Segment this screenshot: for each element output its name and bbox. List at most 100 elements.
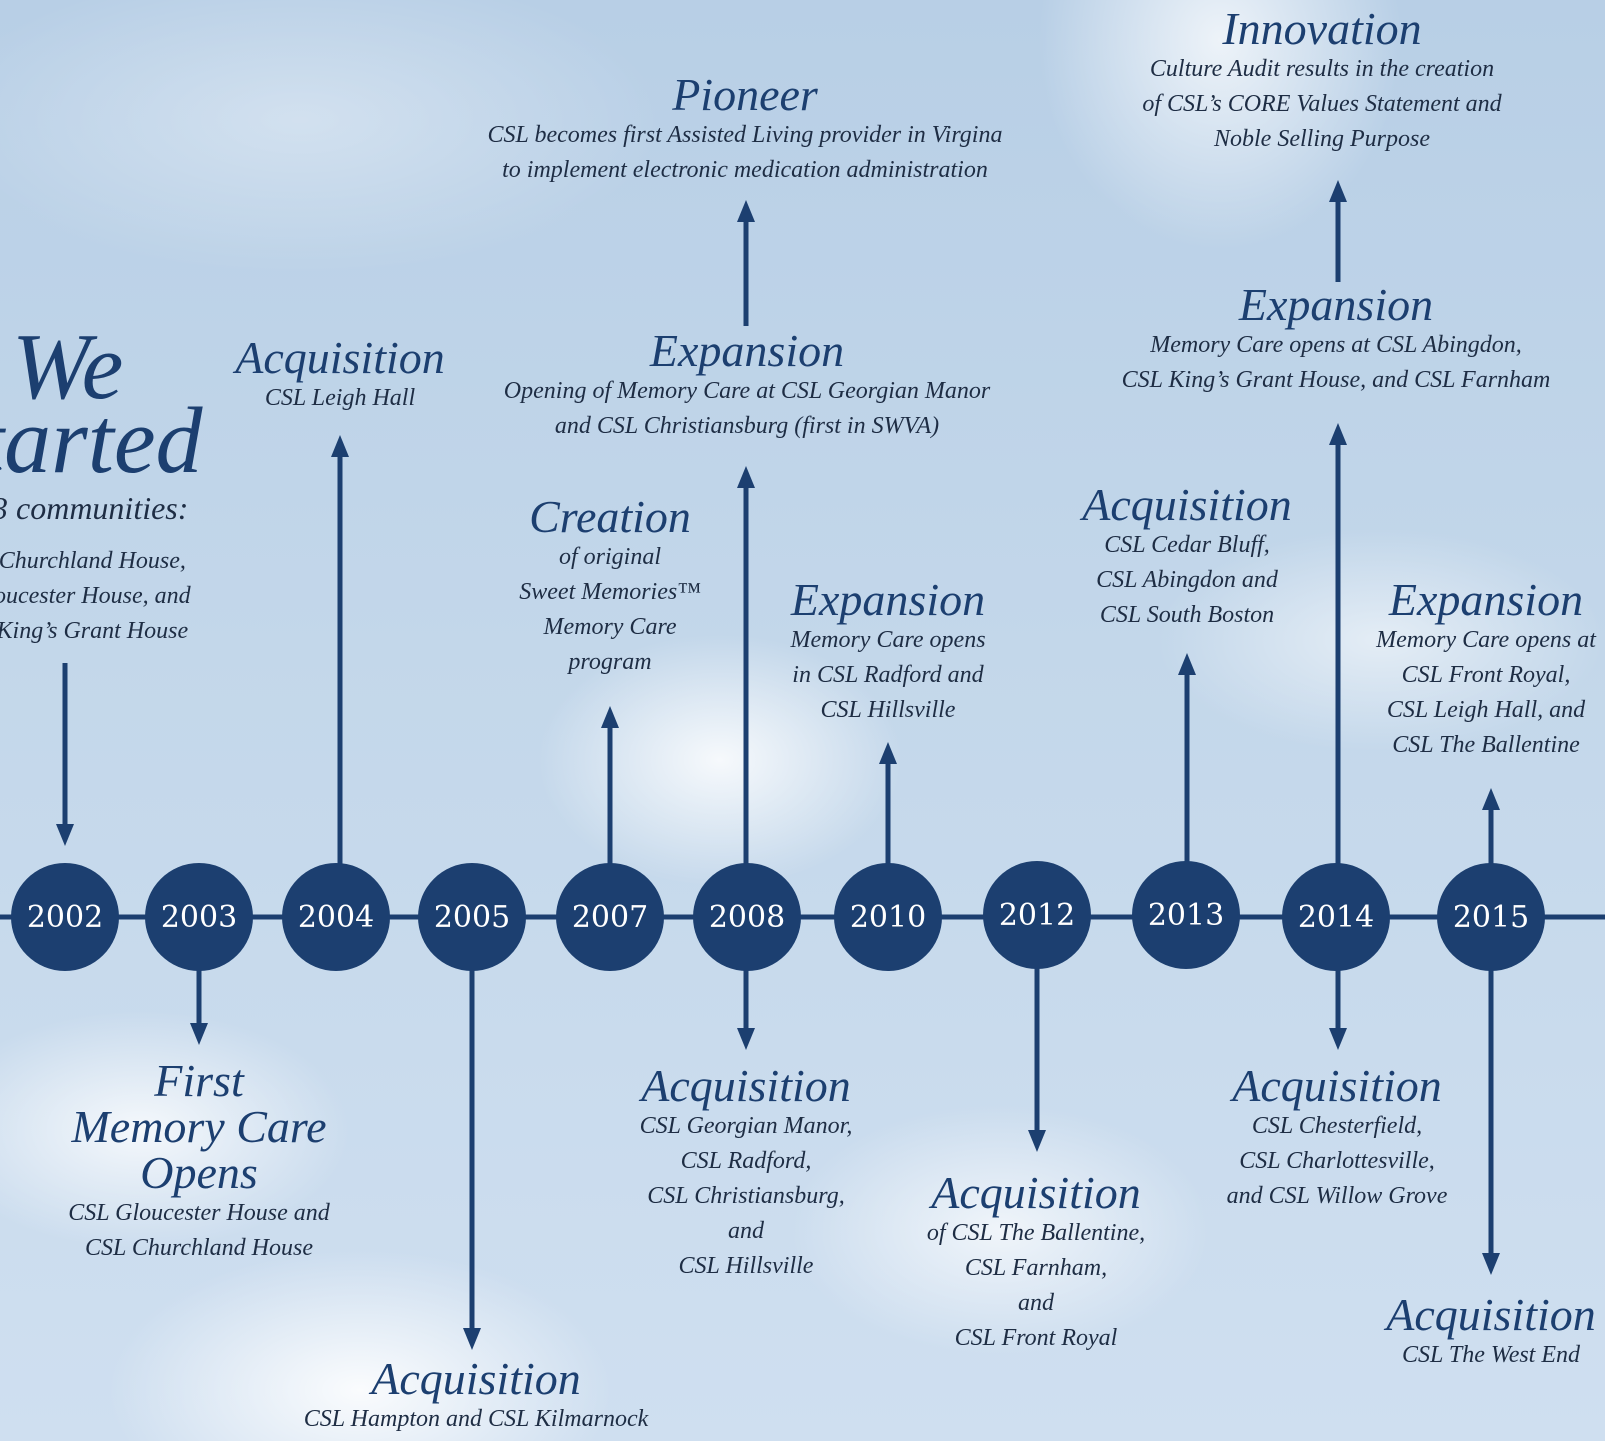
event-description-line: CSL Cedar Bluff,: [1104, 532, 1270, 558]
event-description-line: CSL Hillsville: [820, 697, 956, 723]
event-title: Expansion: [790, 574, 986, 625]
event-description: CSL Georgian Manor,CSL Radford,CSL Chris…: [640, 1109, 853, 1284]
year-marker-2012: 2012: [983, 861, 1091, 969]
event-description: CSL Hampton and CSL Kilmarnock: [304, 1402, 649, 1437]
event-description: Opening of Memory Care at CSL Georgian M…: [504, 374, 990, 444]
event-title: Expansion: [649, 325, 845, 376]
event-description-line: CSL King’s Grant House, and CSL Farnham: [1121, 367, 1551, 393]
event-description-line: CSL The West End: [1401, 1342, 1581, 1368]
event-description-line: CSL South Boston: [1099, 602, 1275, 628]
arrowhead: [879, 742, 897, 764]
event-description-line: of original: [558, 544, 662, 570]
event-title: Acquisition: [371, 1353, 581, 1404]
arrowhead: [737, 466, 755, 488]
event-title: Innovation: [1222, 3, 1422, 54]
event-title: Acquisition: [1386, 1289, 1596, 1340]
year-marker-2010: 2010: [834, 863, 942, 971]
event-description-line: CSL Farnham,: [964, 1255, 1108, 1281]
arrowhead: [601, 706, 619, 728]
year-marker-2003: 2003: [145, 863, 253, 971]
event-description: CSL Chesterfield,CSL Charlottesville,and…: [1227, 1109, 1448, 1214]
event-description-line: CSL Leigh Hall, and: [1386, 697, 1586, 723]
event-description-line: CSL Churchland House: [84, 1235, 314, 1261]
year-label: 2007: [571, 899, 649, 935]
year-marker-2015: 2015: [1437, 863, 1545, 971]
event-title: Acquisition: [1082, 479, 1292, 530]
event-description-line: in CSL Radford and: [792, 662, 984, 688]
event-description-line: Memory Care opens at CSL Abingdon,: [1150, 332, 1522, 358]
event-title-line: Opens: [140, 1147, 258, 1198]
intro-heading-line2: tarted: [0, 389, 203, 493]
arrowhead: [1028, 1130, 1046, 1152]
event-title: Acquisition: [1232, 1060, 1442, 1111]
event-title: Expansion: [1238, 279, 1434, 330]
event-description-line: and CSL Willow Grove: [1226, 1183, 1448, 1209]
year-label: 2014: [1297, 899, 1375, 935]
year-marker-2004: 2004: [282, 863, 390, 971]
year-label: 2013: [1147, 897, 1225, 933]
year-label: 2002: [26, 899, 104, 935]
event-description-line: Memory Care: [543, 614, 677, 640]
event-description-line: program: [568, 649, 652, 675]
event-description-line: Sweet Memories™: [519, 579, 701, 605]
intro-list-line: King’s Grant House: [0, 618, 189, 644]
arrowhead: [463, 1328, 481, 1350]
event-description-line: CSL Leigh Hall: [264, 385, 416, 411]
event-description-line: CSL Hillsville: [678, 1253, 814, 1279]
intro-list-line: Churchland House,: [0, 548, 186, 574]
year-label: 2015: [1452, 899, 1530, 935]
event-description-line: CSL becomes first Assisted Living provid…: [487, 122, 1003, 148]
event-title: Expansion: [1388, 574, 1584, 625]
arrowhead: [1329, 180, 1347, 202]
year-label: 2004: [297, 899, 375, 935]
year-marker-2007: 2007: [556, 863, 664, 971]
arrowhead: [56, 824, 74, 846]
event-description-line: CSL Charlottesville,: [1239, 1148, 1435, 1174]
event-description-line: CSL The Ballentine: [1392, 732, 1580, 758]
event-description: CSL Leigh Hall: [235, 381, 445, 416]
arrowhead: [1329, 1028, 1347, 1050]
event-description-line: and: [727, 1218, 764, 1244]
arrowhead: [1482, 1253, 1500, 1275]
event-title-line: First: [154, 1055, 244, 1106]
event-title: Creation: [529, 491, 691, 542]
arrowhead: [190, 1023, 208, 1045]
event-description-line: Opening of Memory Care at CSL Georgian M…: [503, 378, 991, 404]
event-description: CSL becomes first Assisted Living provid…: [488, 118, 1003, 188]
event-description: Memory Care opens at CSL Abingdon, CSL Ki…: [1122, 328, 1551, 398]
intro-list-line: oucester House, and: [0, 583, 191, 609]
event-description-line: CSL Radford,: [680, 1148, 812, 1174]
event-description-line: CSL Abingdon and: [1096, 567, 1278, 593]
event-title: Acquisition: [931, 1167, 1141, 1218]
year-marker-2005: 2005: [418, 863, 526, 971]
event-description-line: CSL Gloucester House and: [68, 1200, 330, 1226]
year-label: 2008: [708, 899, 786, 935]
event-description: CSL The West End: [1386, 1338, 1596, 1373]
event-description-line: CSL Christiansburg,: [647, 1183, 845, 1209]
year-marker-2002: 2002: [11, 863, 119, 971]
intro-heading-line1: We: [12, 315, 124, 419]
event-description-line: CSL Hampton and CSL Kilmarnock: [303, 1406, 649, 1432]
year-label: 2012: [998, 897, 1076, 933]
event-description-line: Noble Selling Purpose: [1214, 126, 1430, 152]
year-marker-2013: 2013: [1132, 861, 1240, 969]
year-label: 2005: [433, 899, 511, 935]
